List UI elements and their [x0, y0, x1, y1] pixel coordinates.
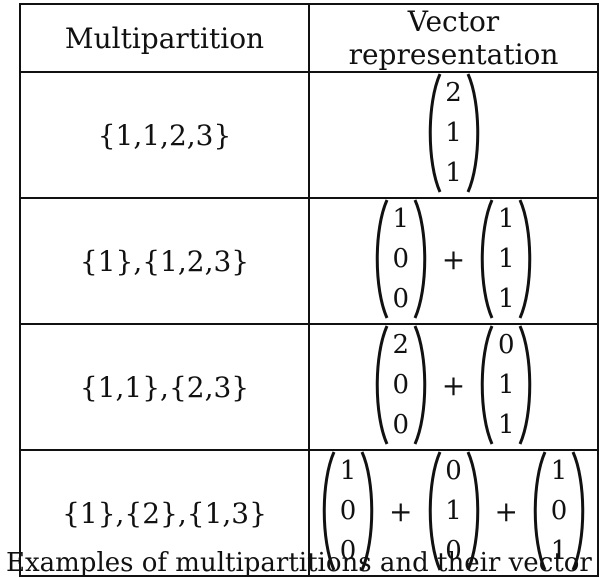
vector-entry: 0: [445, 536, 462, 566]
left-paren-icon: [428, 451, 441, 571]
vector-entry: 1: [445, 158, 462, 188]
plus-sign: +: [494, 494, 518, 528]
column-vector: 1 1 1: [479, 199, 533, 319]
vector-representation-cell: 2 0 0 +0 1 1: [308, 323, 599, 451]
vector-sum: 1 0 0 +1 1 1: [374, 199, 533, 319]
right-paren-icon: [518, 199, 532, 319]
vector-entry: 0: [550, 496, 568, 526]
column-vector: 0 1 1: [479, 325, 533, 445]
table-row: {1,1,2,3} 2 1 1: [19, 71, 599, 199]
table-row: {1,1},{2,3} 2 0 0 +0 1 1: [19, 323, 599, 451]
vector-entries: 2 1 1: [442, 73, 466, 193]
right-paren-icon: [360, 451, 374, 571]
vector-entry: 1: [392, 204, 410, 234]
vector-entry: 1: [497, 284, 515, 314]
right-paren-icon: [518, 325, 532, 445]
vector-representation-cell: 2 1 1: [308, 71, 599, 199]
vector-sum: 2 1 1: [427, 73, 481, 193]
column-vector: 1 0 0: [321, 451, 375, 571]
right-paren-icon: [571, 451, 585, 571]
header-multipartition: Multipartition: [19, 3, 310, 73]
left-paren-icon: [375, 325, 389, 445]
vector-entry: 1: [445, 496, 462, 526]
vector-entries: 1 0 0: [389, 199, 413, 319]
right-paren-icon: [413, 199, 427, 319]
vector-entry: 1: [339, 456, 357, 486]
vector-entry: 0: [392, 410, 410, 440]
figure-caption: Examples of multipartitions and their ve…: [6, 548, 592, 578]
column-vector: 1 0 1: [532, 451, 586, 571]
vector-sum: 1 0 0 +0 1 0 +1 0 1: [321, 451, 586, 571]
vector-entry: 1: [497, 244, 515, 274]
left-paren-icon: [533, 451, 547, 571]
vector-entry: 1: [550, 536, 568, 566]
column-vector: 2 0 0: [374, 325, 428, 445]
multipartition-cell: {1,1,2,3}: [19, 71, 310, 199]
left-paren-icon: [322, 451, 336, 571]
table-row: {1},{2},{1,3} 1 0 0 +0 1 0 +1 0 1: [19, 449, 599, 577]
left-paren-icon: [480, 199, 494, 319]
column-vector: 1 0 0: [374, 199, 428, 319]
vector-entry: 1: [497, 410, 515, 440]
vector-entries: 1 1 1: [494, 199, 518, 319]
vector-entry: 2: [392, 330, 410, 360]
vector-entry: 0: [392, 244, 410, 274]
header-row: Multipartition Vector representation: [19, 3, 599, 73]
vector-sum: 2 0 0 +0 1 1: [374, 325, 533, 445]
plus-sign: +: [441, 368, 466, 402]
vector-entry: 0: [497, 330, 515, 360]
left-paren-icon: [375, 199, 389, 319]
vector-entries: 1 0 0: [336, 451, 360, 571]
header-vector-representation: Vector representation: [308, 3, 599, 73]
vector-entry: 0: [392, 370, 410, 400]
vector-entries: 1 0 1: [547, 451, 571, 571]
multipartition-table: Multipartition Vector representation {1,…: [19, 3, 599, 577]
vector-entry: 1: [550, 456, 568, 486]
vector-representation-cell: 1 0 0 +1 1 1: [308, 197, 599, 325]
left-paren-icon: [428, 73, 441, 193]
vector-representation-cell: 1 0 0 +0 1 0 +1 0 1: [308, 449, 599, 577]
left-paren-icon: [480, 325, 494, 445]
table-row: {1},{1,2,3} 1 0 0 +1 1 1: [19, 197, 599, 325]
right-paren-icon: [466, 73, 479, 193]
vector-entries: 0 1 1: [494, 325, 518, 445]
vector-entry: 1: [497, 204, 515, 234]
vector-entry: 0: [445, 456, 462, 486]
multipartition-cell: {1},{2},{1,3}: [19, 449, 310, 577]
vector-entry: 1: [445, 118, 462, 148]
plus-sign: +: [389, 494, 413, 528]
plus-sign: +: [441, 242, 466, 276]
right-paren-icon: [466, 451, 479, 571]
vector-entry: 0: [339, 496, 357, 526]
column-vector: 0 1 0: [427, 451, 481, 571]
vector-entries: 0 1 0: [442, 451, 466, 571]
vector-entry: 0: [339, 536, 357, 566]
vector-entry: 0: [392, 284, 410, 314]
column-vector: 2 1 1: [427, 73, 481, 193]
vector-entry: 2: [445, 78, 462, 108]
vector-entry: 1: [497, 370, 515, 400]
multipartition-cell: {1},{1,2,3}: [19, 197, 310, 325]
vector-entries: 2 0 0: [389, 325, 413, 445]
right-paren-icon: [413, 325, 427, 445]
multipartition-cell: {1,1},{2,3}: [19, 323, 310, 451]
